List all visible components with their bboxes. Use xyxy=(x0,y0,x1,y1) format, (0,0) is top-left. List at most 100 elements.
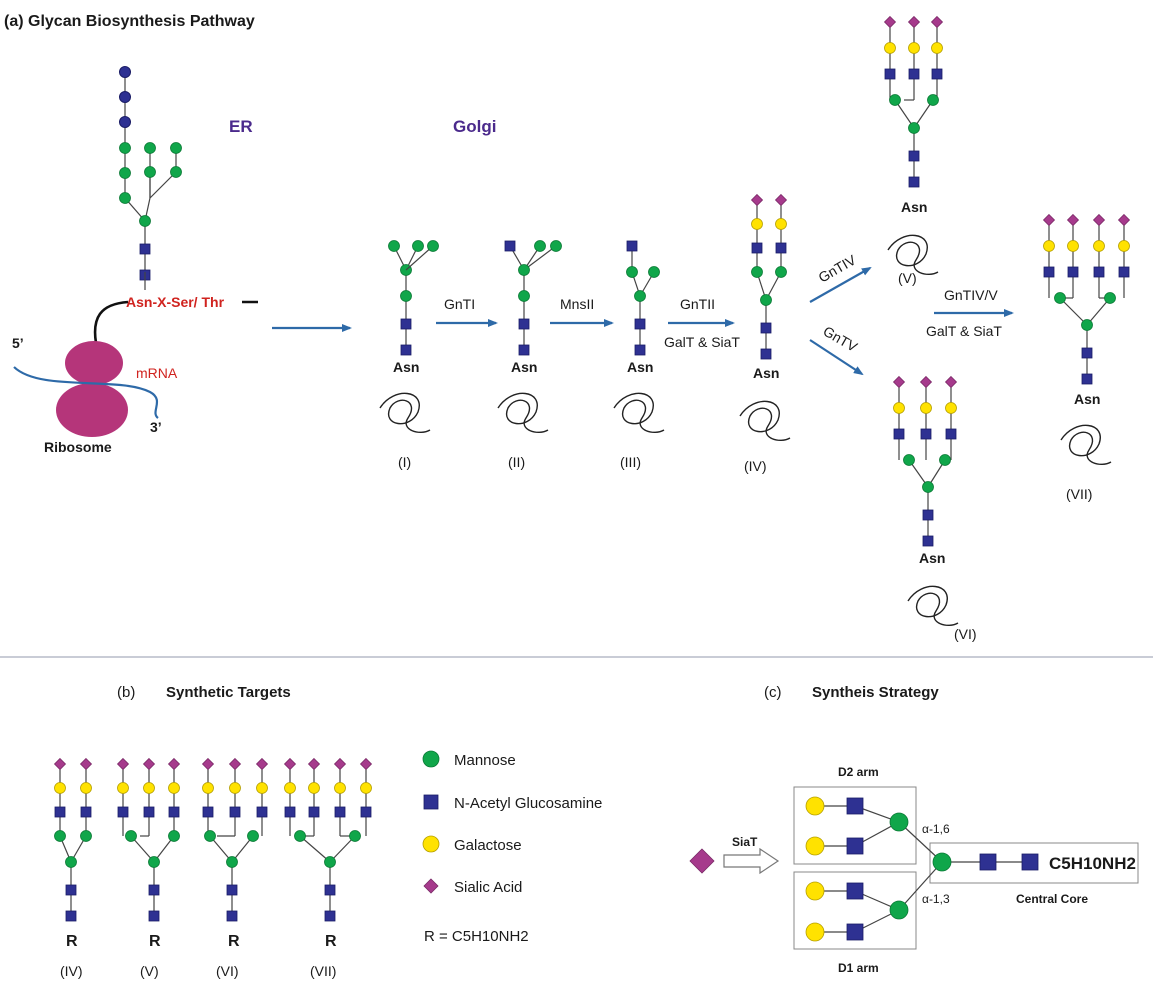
asn-label: Asn xyxy=(1074,391,1100,407)
numeral-iv: (IV) xyxy=(744,458,767,474)
glcnac-icon xyxy=(634,344,646,356)
sialic-acid-icon xyxy=(255,757,269,771)
glcnac-icon xyxy=(229,806,241,818)
mannose-icon xyxy=(889,94,901,106)
sialic-acid-icon xyxy=(53,757,67,771)
central-core-box xyxy=(929,842,1139,884)
asn-label: Asn xyxy=(901,199,927,215)
nascent-chain xyxy=(93,300,129,344)
sialic-acid-icon xyxy=(907,15,921,29)
asn-label: Asn xyxy=(511,359,537,375)
mannose-icon xyxy=(908,122,920,134)
galactose-icon xyxy=(1043,240,1055,252)
galactose-icon xyxy=(334,782,346,794)
legend-galactose-icon xyxy=(422,835,440,853)
protein-coil-icon xyxy=(613,392,665,434)
sialic-acid-icon xyxy=(333,757,347,771)
mannose-icon xyxy=(775,266,787,278)
central-core-label: Central Core xyxy=(1016,892,1088,906)
mannose-icon xyxy=(626,266,638,278)
mannose-icon xyxy=(1054,292,1066,304)
arrow-gnt4 xyxy=(809,267,872,303)
mannose-icon xyxy=(927,94,939,106)
protein-coil-icon xyxy=(907,585,959,627)
protein-coil-icon xyxy=(887,234,939,276)
sialic-acid-icon xyxy=(359,757,373,771)
sialic-acid-icon xyxy=(930,15,944,29)
sialic-acid-icon xyxy=(750,193,764,207)
glucose-icon xyxy=(119,91,131,103)
five-prime-label: 5’ xyxy=(12,335,24,351)
sialic-acid-icon xyxy=(283,757,297,771)
c5-label: C5H10NH2 xyxy=(1049,854,1136,873)
numeral-vii: (VII) xyxy=(1066,486,1092,502)
sialic-acid-icon xyxy=(116,757,130,771)
arrow-gnt5 xyxy=(809,339,864,376)
glcnac-icon xyxy=(908,68,920,80)
glcnac-icon xyxy=(80,806,92,818)
panel-c-title: Syntheis Strategy xyxy=(812,684,939,701)
enzyme-galt-siat-1: GalT & SiaT xyxy=(664,334,740,350)
galactose-icon xyxy=(805,836,825,856)
glcnac-icon xyxy=(979,853,997,871)
galactose-icon xyxy=(168,782,180,794)
galactose-icon xyxy=(360,782,372,794)
mannose-icon xyxy=(634,290,646,302)
glycosidic-bond xyxy=(898,821,943,863)
mannose-icon xyxy=(349,830,361,842)
d1-arm-box xyxy=(793,871,917,950)
target-numeral-vi: (VI) xyxy=(216,963,239,979)
glcnac-icon xyxy=(117,806,129,818)
mannose-icon xyxy=(226,856,238,868)
mannose-icon xyxy=(139,215,151,227)
mannose-icon xyxy=(125,830,137,842)
glcnac-icon xyxy=(518,344,530,356)
glcnac-icon xyxy=(846,923,864,941)
legend-mannose-icon xyxy=(422,750,440,768)
mannose-icon xyxy=(119,142,131,154)
glcnac-icon xyxy=(148,884,160,896)
three-prime-label: 3’ xyxy=(150,419,162,435)
sequon-label: Asn-X-Ser/ Thr xyxy=(126,294,225,310)
mannose-icon xyxy=(550,240,562,252)
galactose-icon xyxy=(945,402,957,414)
sialic-acid-icon xyxy=(167,757,181,771)
glcnac-icon xyxy=(751,242,763,254)
legend-glcnac: N-Acetyl Glucosamine xyxy=(454,795,602,812)
mannose-icon xyxy=(388,240,400,252)
glcnac-icon xyxy=(908,176,920,188)
asn-label: Asn xyxy=(753,365,779,381)
glycosidic-bond xyxy=(898,861,943,911)
galactose-icon xyxy=(931,42,943,54)
sialic-acid-icon xyxy=(883,15,897,29)
er-label: ER xyxy=(229,117,253,136)
er-glycan xyxy=(119,66,182,290)
glycosidic-bond xyxy=(329,835,356,863)
legend-galactose: Galactose xyxy=(454,837,522,854)
glycosidic-bond xyxy=(523,245,557,271)
sialic-acid-icon xyxy=(892,375,906,389)
sialic-acid-icon xyxy=(228,757,242,771)
sialic-acid-icon xyxy=(944,375,958,389)
d1-arm-label: D1 arm xyxy=(838,961,879,975)
enzyme-gnt4: GnTIV xyxy=(816,251,860,285)
glycosidic-bond xyxy=(1059,297,1088,326)
mrna-strand xyxy=(13,366,159,419)
enzyme-galt-siat-2: GalT & SiaT xyxy=(926,323,1002,339)
protein-coil-icon xyxy=(739,400,791,442)
galactose-icon xyxy=(1093,240,1105,252)
mannose-icon xyxy=(65,856,77,868)
glcnac-icon xyxy=(634,318,646,330)
alpha-13-label: α-1,3 xyxy=(922,892,950,906)
glcnac-icon xyxy=(65,910,77,922)
glcnac-icon xyxy=(143,806,155,818)
panel-b-title: Synthetic Targets xyxy=(166,684,291,701)
legend-glcnac-icon xyxy=(423,794,439,810)
glucose-icon xyxy=(119,116,131,128)
glcnac-icon xyxy=(324,884,336,896)
mannose-icon xyxy=(648,266,660,278)
mannose-icon xyxy=(294,830,306,842)
synthesis-strategy-structure xyxy=(805,796,1039,942)
